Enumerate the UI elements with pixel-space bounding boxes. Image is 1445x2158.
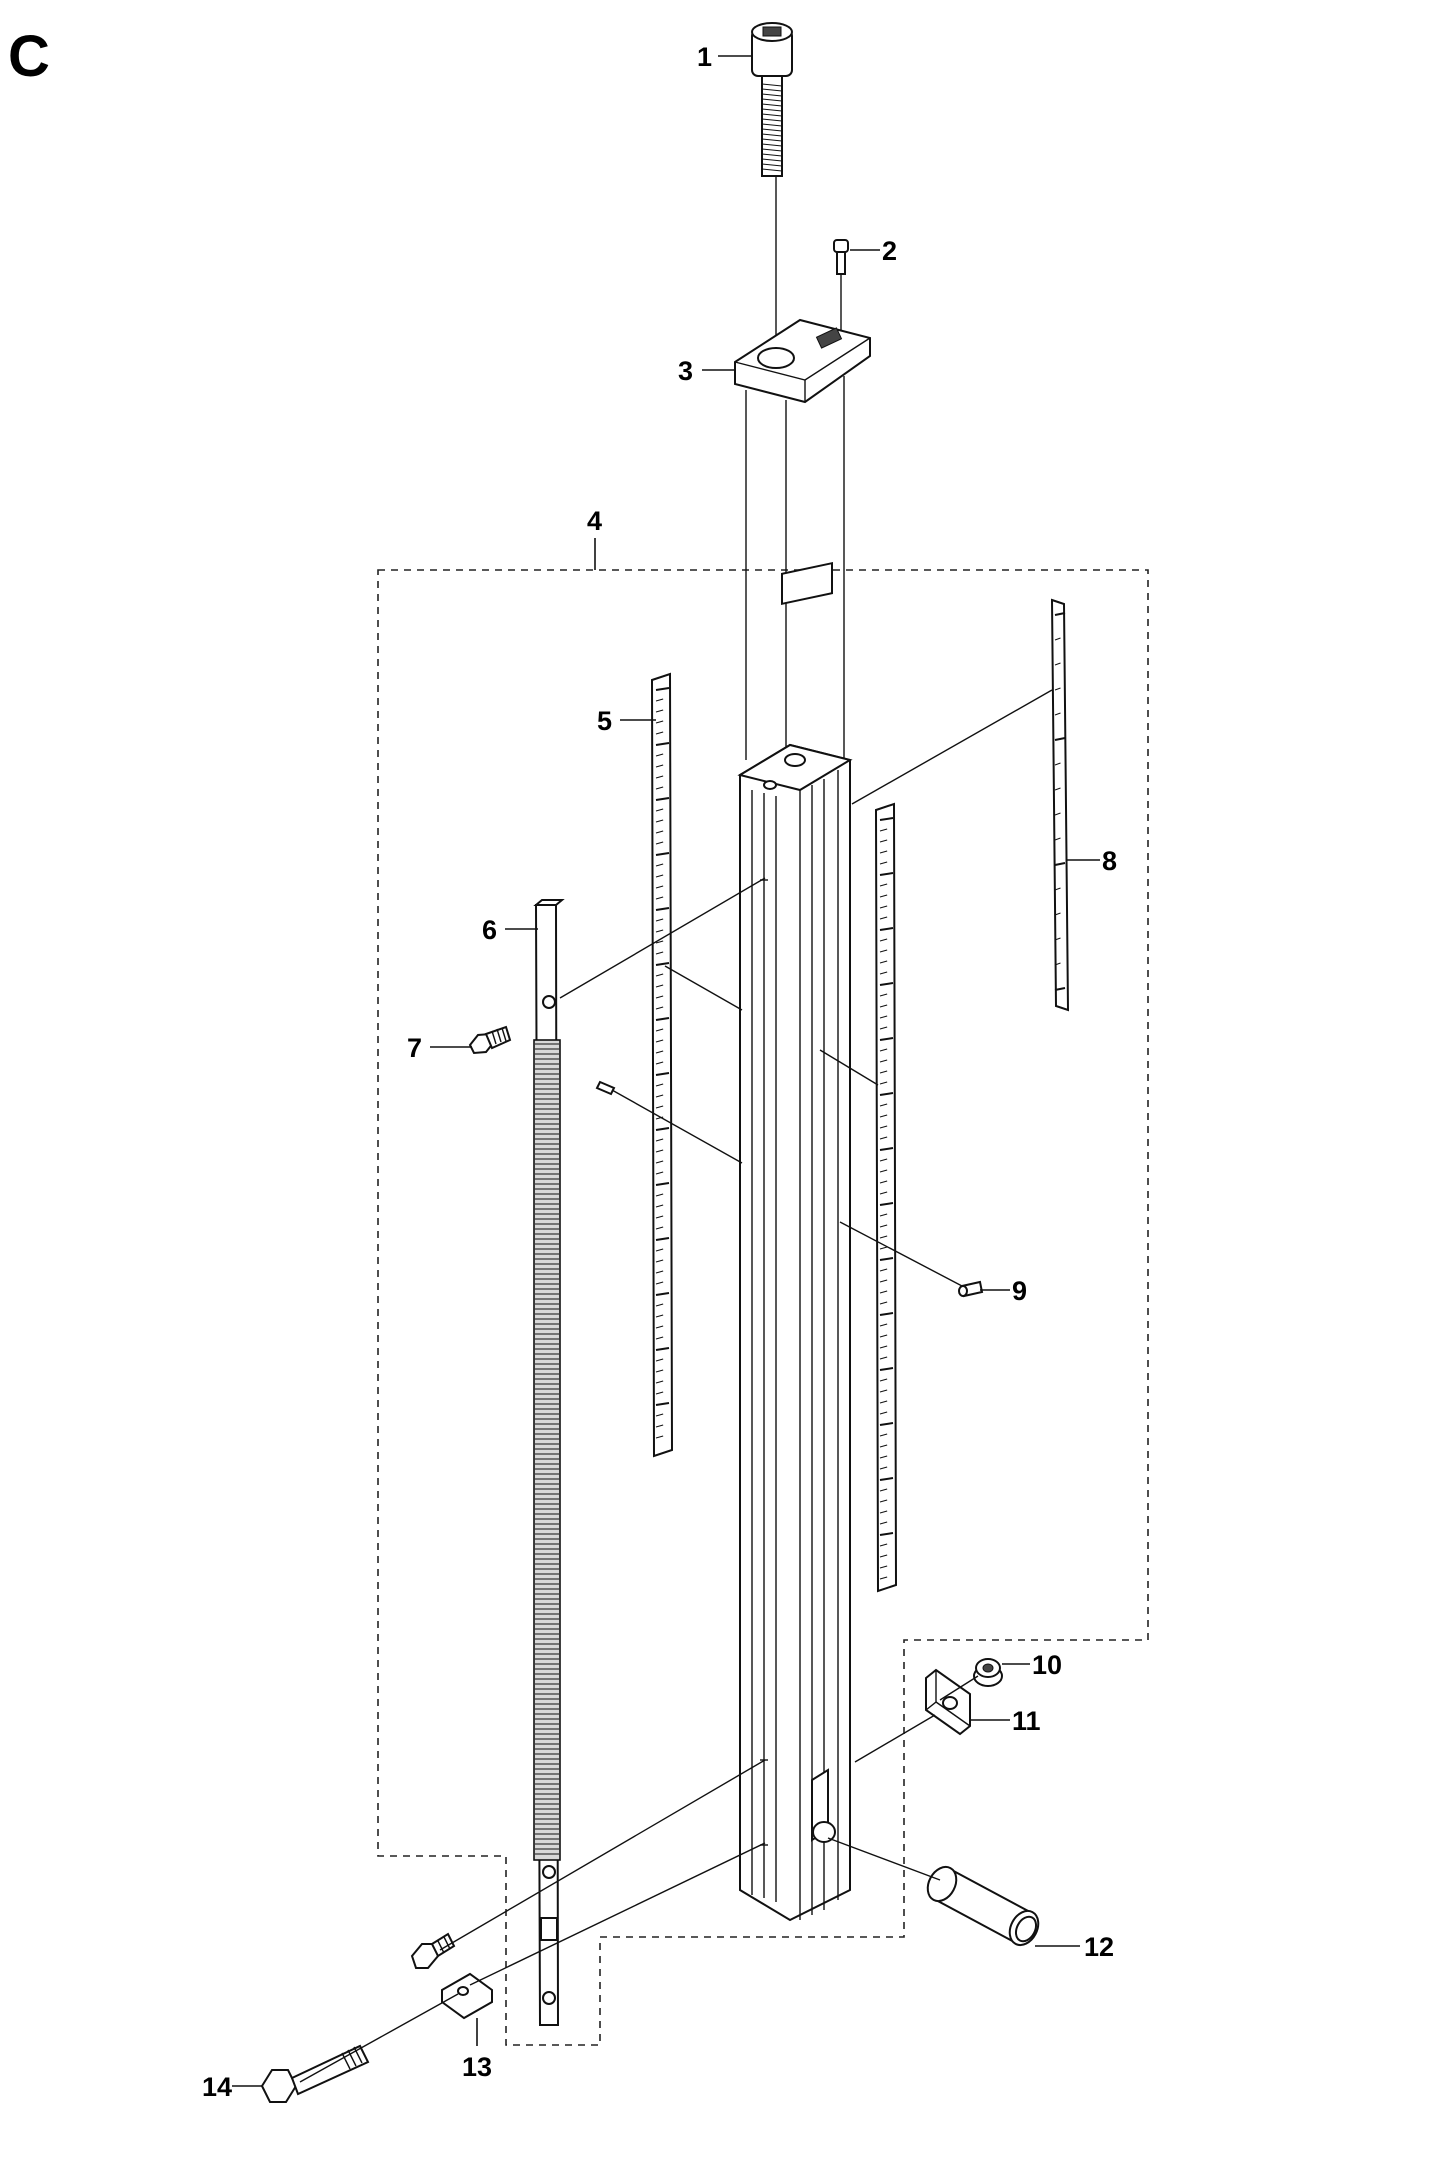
pin-part-9 [958,1280,984,1298]
bracket-part-11 [925,1668,971,1736]
callout-1: 1 [697,42,712,72]
screw-lower [410,1932,456,1969]
rack-bar [533,899,565,2026]
callout-leaders [232,55,1100,2087]
callout-7: 7 [407,1033,422,1063]
cap-screw [751,22,793,177]
assembly-lines [299,689,1053,2083]
cylinder-part-12 [926,1865,1040,1947]
scale-strip-column [874,802,898,1593]
callout-4: 4 [587,506,602,536]
callout-9: 9 [1012,1276,1027,1306]
small-screw [833,239,849,275]
hex-bolt-part-14 [260,2044,370,2103]
callout-10: 10 [1032,1650,1062,1680]
callout-2: 2 [882,236,897,266]
column-profile [737,561,853,1922]
callout-14: 14 [202,2072,232,2102]
pin-left [595,1080,616,1096]
callout-13: 13 [462,2052,492,2082]
section-letter: C [8,24,50,89]
top-end-cap [734,318,871,404]
scale-strip-left [650,672,674,1458]
callout-5: 5 [597,706,612,736]
callout-12: 12 [1084,1932,1114,1962]
callout-11: 11 [1012,1706,1041,1736]
callout-3: 3 [678,356,693,386]
screw-part-7 [468,1025,512,1055]
assembly-boundary [377,569,1149,2046]
nut-part-10 [973,1658,1003,1687]
callout-8: 8 [1102,846,1117,876]
callout-6: 6 [482,915,497,945]
plate-part-13 [441,1972,493,2020]
scale-strip-short [1050,598,1070,1012]
